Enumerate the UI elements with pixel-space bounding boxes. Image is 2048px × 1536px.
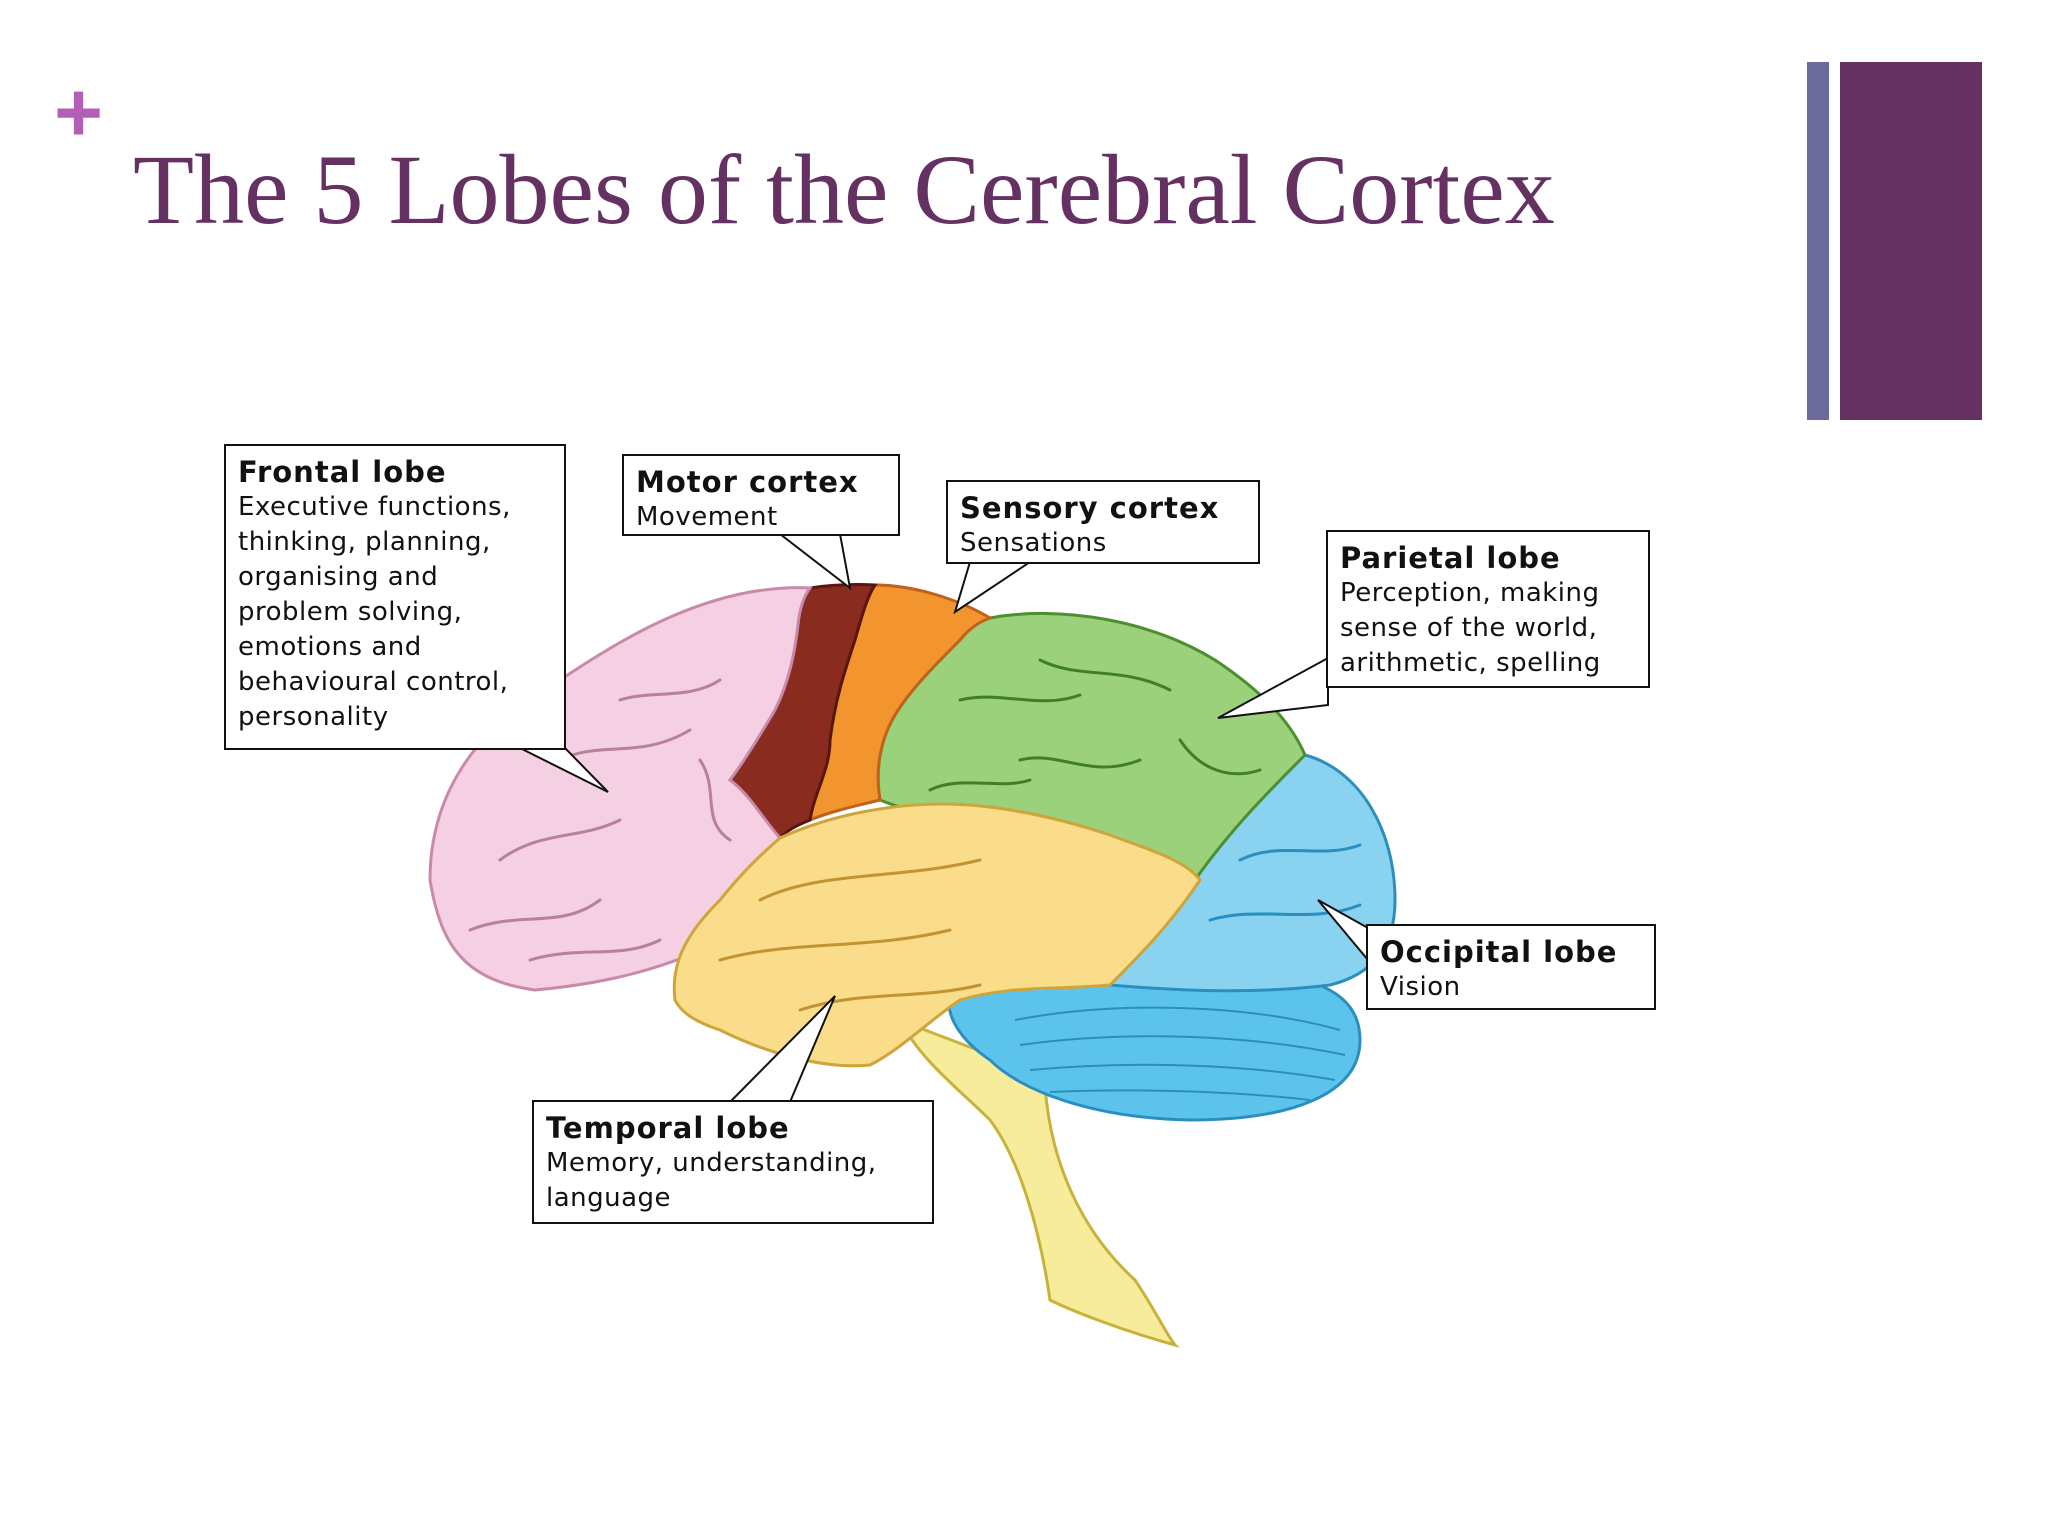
frontal-gyri	[468, 678, 732, 962]
callout-temporal-lobe: Temporal lobe Memory, understanding, lan…	[532, 1100, 934, 1224]
parietal-lobe-description: Perception, making sense of the world, a…	[1340, 578, 1601, 678]
callout-pointers	[519, 533, 1369, 1103]
accent-bar-thick	[1840, 62, 1982, 420]
occipital-lobe-title: Occipital lobe	[1380, 935, 1618, 969]
occipital-lobe-description: Vision	[1380, 972, 1461, 1002]
frontal-lobe-description: Executive functions, thinking, planning,…	[238, 492, 511, 732]
temporal-lobe-title: Temporal lobe	[546, 1111, 790, 1145]
callout-parietal-lobe: Parietal lobe Perception, making sense o…	[1326, 530, 1650, 688]
cerebellum-folds	[1014, 1006, 1346, 1101]
callout-sensory-cortex: Sensory cortex Sensations	[946, 480, 1260, 564]
motor-cortex-title: Motor cortex	[636, 465, 859, 499]
temporal-sulci	[718, 858, 982, 1012]
temporal-lobe	[672, 802, 1202, 1068]
pointer-motor	[777, 533, 852, 591]
sensory-cortex-description: Sensations	[960, 528, 1107, 558]
slide-title: The 5 Lobes of the Cerebral Cortex	[133, 134, 1555, 245]
plus-icon: +	[54, 65, 104, 159]
callout-occipital-lobe: Occipital lobe Vision	[1366, 924, 1656, 1010]
pointer-sensory	[953, 561, 1034, 615]
occipital-sulci	[1208, 843, 1362, 922]
frontal-lobe	[428, 586, 813, 992]
motor-cortex-description: Movement	[636, 502, 778, 532]
accent-bar-thin	[1807, 62, 1829, 420]
callout-motor-cortex: Motor cortex Movement	[622, 454, 900, 536]
parietal-sulci	[928, 658, 1262, 792]
frontal-lobe-title: Frontal lobe	[238, 455, 447, 489]
callout-frontal-lobe: Frontal lobe Executive functions, thinki…	[224, 444, 566, 750]
temporal-lobe-description: Memory, understanding, language	[546, 1148, 877, 1213]
sensory-cortex-title: Sensory cortex	[960, 491, 1220, 525]
parietal-lobe-title: Parietal lobe	[1340, 541, 1561, 575]
